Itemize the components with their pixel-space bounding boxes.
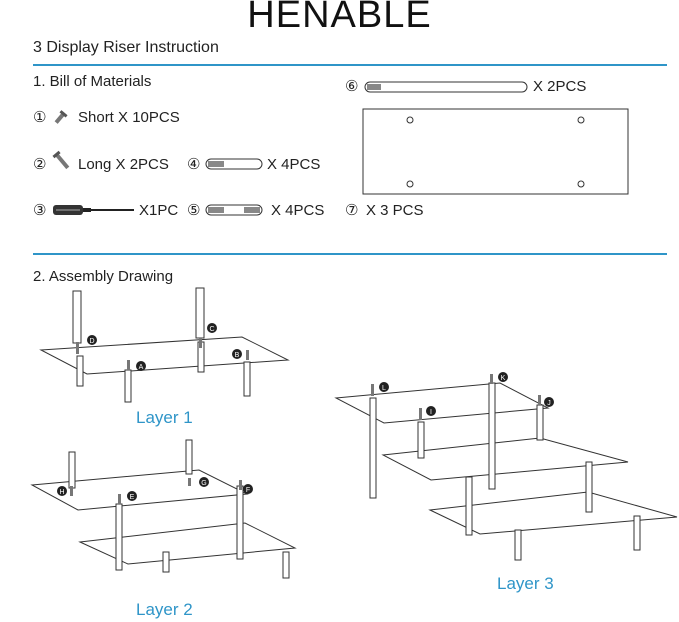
assembly-drawing: A B C D E F G H xyxy=(30,287,678,579)
item-label-5: X 4PCS xyxy=(271,202,325,219)
threaded-standoff-icon xyxy=(205,204,263,216)
callout-f: F xyxy=(246,487,250,494)
callout-b: B xyxy=(235,352,240,359)
item-label-7: X 3 PCS xyxy=(366,202,424,219)
divider-middle xyxy=(33,253,667,255)
item-label-6: X 2PCS xyxy=(533,78,587,95)
glass-panel-icon xyxy=(362,108,629,195)
callout-h: H xyxy=(59,489,64,496)
short-screw-icon xyxy=(54,110,68,124)
callout-a: A xyxy=(139,364,144,371)
item-label-3: X1PC xyxy=(139,202,179,219)
bom-heading: 1. Bill of Materials xyxy=(33,73,152,90)
callout-d: D xyxy=(89,338,94,345)
callout-c: C xyxy=(209,326,214,333)
layer-1-label: Layer 1 xyxy=(136,408,193,427)
layer-3-label: Layer 3 xyxy=(497,574,554,593)
item-number-6: ⑥ xyxy=(345,77,359,95)
layer-1-drawing xyxy=(39,287,290,403)
callouts-layer-1: A B C D xyxy=(87,323,242,371)
callout-l: L xyxy=(382,385,386,392)
screwdriver-icon xyxy=(53,205,134,215)
layer-3-drawing xyxy=(334,374,678,561)
callout-e: E xyxy=(130,494,135,501)
item-number-1: ① xyxy=(33,108,47,126)
callout-k: K xyxy=(501,375,506,382)
item-label-2: Long X 2PCS xyxy=(78,156,169,173)
short-standoff-icon xyxy=(205,158,263,170)
brand-title: HENABLE xyxy=(247,0,432,36)
callouts-layer-3: I J K L xyxy=(379,372,554,416)
item-number-3: ③ xyxy=(33,201,47,219)
callout-j: J xyxy=(547,400,551,407)
callout-i: I xyxy=(430,409,432,416)
long-screw-icon xyxy=(52,150,70,170)
item-number-7: ⑦ xyxy=(345,201,359,219)
long-standoff-icon xyxy=(364,81,528,93)
item-number-2: ② xyxy=(33,155,47,173)
callouts-layer-2: E F G H xyxy=(57,477,253,501)
item-label-4: X 4PCS xyxy=(267,156,321,173)
divider-top xyxy=(33,64,667,66)
page-subtitle: 3 Display Riser Instruction xyxy=(33,39,219,56)
callout-g: G xyxy=(201,480,206,487)
item-label-1: Short X 10PCS xyxy=(78,109,180,126)
item-number-4: ④ xyxy=(187,155,201,173)
item-number-5: ⑤ xyxy=(187,201,201,219)
assembly-heading: 2. Assembly Drawing xyxy=(33,268,174,285)
layer-2-label: Layer 2 xyxy=(136,600,193,619)
layer-2-drawing xyxy=(30,439,297,579)
